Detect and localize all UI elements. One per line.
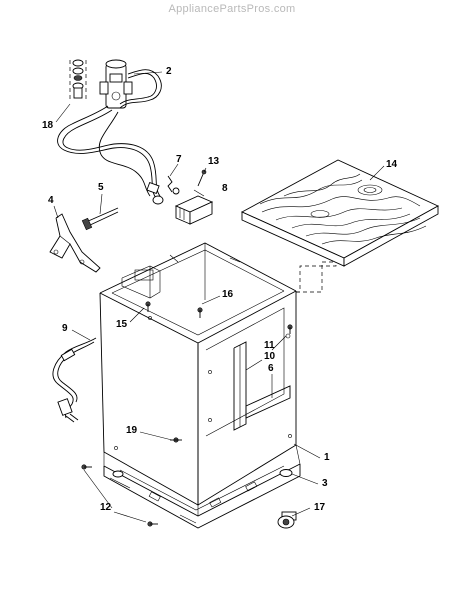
callout-16: 16 xyxy=(222,289,234,300)
caster-17 xyxy=(277,511,297,529)
callout-8: 8 xyxy=(222,183,228,194)
inlet-valve-assembly xyxy=(57,59,164,205)
callout-17: 17 xyxy=(314,502,326,513)
screws xyxy=(81,301,293,527)
callout-10: 10 xyxy=(264,351,276,362)
junction-box-8 xyxy=(174,195,214,225)
bracket-4 xyxy=(49,213,101,273)
watermark-text: AppliancePartsPros.com xyxy=(168,3,296,15)
callout-6: 6 xyxy=(268,363,274,374)
cabinet xyxy=(99,242,301,529)
callout-12: 12 xyxy=(100,502,112,513)
callout-18: 18 xyxy=(42,120,54,131)
strain-relief-5 xyxy=(81,207,119,231)
callout-7: 7 xyxy=(176,154,182,165)
callout-2: 2 xyxy=(166,66,172,77)
callout-19: 19 xyxy=(126,425,138,436)
wood-top-panel xyxy=(240,159,439,267)
power-cord-9 xyxy=(52,337,97,423)
callout-9: 9 xyxy=(62,323,68,334)
leader-lines xyxy=(53,71,385,523)
callout-15: 15 xyxy=(116,319,128,330)
callout-3: 3 xyxy=(322,478,328,489)
callout-13: 13 xyxy=(208,156,220,167)
screw-13 xyxy=(197,169,207,187)
callout-4: 4 xyxy=(48,195,54,206)
callout-1: 1 xyxy=(324,452,330,463)
callout-11: 11 xyxy=(264,340,275,351)
callout-14: 14 xyxy=(386,159,398,170)
callout-5: 5 xyxy=(98,182,104,193)
clip-7 xyxy=(167,175,180,195)
